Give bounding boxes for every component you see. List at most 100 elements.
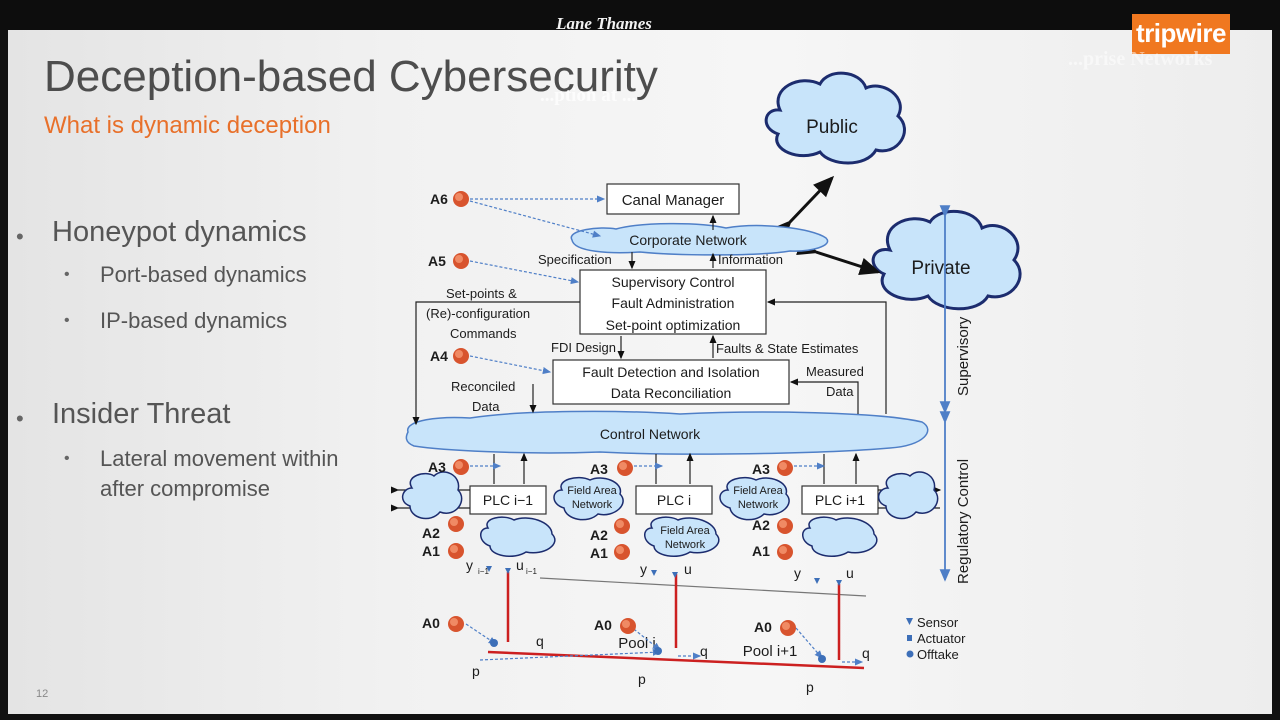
svg-text:Data Reconciliation: Data Reconciliation (611, 385, 732, 401)
sub-bullet-dot: • (64, 266, 70, 283)
svg-text:Commands: Commands (450, 326, 517, 341)
svg-text:A2: A2 (752, 517, 770, 533)
supervisory-control-box: Supervisory Control Fault Administration… (579, 269, 767, 335)
legend-offtake: Offtake (917, 647, 959, 662)
svg-text:Field Area: Field Area (733, 485, 783, 497)
svg-text:Network: Network (738, 499, 779, 511)
attacker-icon (448, 616, 464, 632)
svg-text:A6: A6 (430, 191, 448, 207)
svg-text:A0: A0 (594, 617, 612, 633)
plc-box: PLC i (635, 485, 713, 515)
svg-text:y: y (466, 557, 473, 573)
fdi-box: Fault Detection and Isolation Data Recon… (552, 359, 790, 405)
overlay-ghost-right: ...prise Networks (1068, 48, 1213, 70)
svg-text:y: y (640, 561, 647, 577)
svg-text:u: u (516, 557, 524, 573)
speaker-name: Lane Thames (556, 14, 652, 33)
svg-text:A2: A2 (422, 525, 440, 541)
svg-text:A0: A0 (422, 615, 440, 631)
tripwire-logo: tripwire (1132, 14, 1230, 54)
cloud-public: Public (764, 71, 906, 165)
svg-text:FDI Design: FDI Design (551, 340, 616, 355)
attacker-icon (777, 460, 793, 476)
diagram-labels: Specification Information Set-points & (… (426, 252, 864, 660)
svg-text:(Re)-configuration: (Re)-configuration (426, 306, 530, 321)
svg-text:Fault Detection and Isolation: Fault Detection and Isolation (582, 364, 759, 380)
svg-text:A3: A3 (590, 461, 608, 477)
regulatory-side-label: Regulatory Control (955, 459, 972, 584)
video-top-bar (0, 0, 1280, 30)
canal-manager-box: Canal Manager (606, 183, 740, 215)
svg-text:u: u (684, 561, 692, 577)
svg-text:Faults & State Estimates: Faults & State Estimates (716, 341, 859, 356)
corporate-network-label: Corporate Network (629, 232, 747, 248)
bullet-dot: • (16, 224, 24, 249)
attacker-icon (453, 253, 469, 269)
attacker-labels: A6 A5 A4 A3 A3 A3 A2 A1 A2 A1 A2 A1 A0 A… (422, 191, 772, 635)
attacker-icon (453, 348, 469, 364)
svg-text:Measured: Measured (806, 364, 864, 379)
slide: Deception-based Cybersecurity What is dy… (8, 30, 1272, 714)
supervisory-side-label: Supervisory (955, 316, 972, 396)
svg-text:Pool i+1: Pool i+1 (743, 643, 798, 660)
corporate-network: Corporate Network (570, 222, 829, 256)
bullet-insider: Insider Threat (52, 398, 231, 430)
field-area-labels: Field Area Network Field Area Network Fi… (567, 485, 783, 551)
svg-text:PLC i−1: PLC i−1 (483, 492, 533, 508)
svg-text:Reconciled: Reconciled (451, 379, 515, 394)
svg-text:Information: Information (718, 252, 783, 267)
svg-text:i−1: i−1 (526, 567, 537, 576)
svg-text:p: p (472, 663, 480, 679)
sub-bullet-dot: • (64, 450, 70, 467)
svg-text:A0: A0 (754, 619, 772, 635)
attacker-icon (777, 544, 793, 560)
svg-text:A4: A4 (430, 348, 448, 364)
arrow-public (771, 175, 835, 242)
page-number: 12 (36, 688, 49, 700)
attacker-icon (448, 543, 464, 559)
svg-text:PLC i: PLC i (657, 492, 691, 508)
svg-text:PLC i+1: PLC i+1 (815, 492, 865, 508)
actuator-icon (907, 635, 912, 641)
cloud-public-label: Public (806, 117, 858, 138)
svg-text:p: p (638, 671, 646, 687)
svg-text:q: q (536, 633, 544, 649)
svg-text:A3: A3 (752, 461, 770, 477)
arrow-private (796, 237, 881, 276)
cloud-private: Private (871, 209, 1022, 311)
sensor-icon (906, 618, 913, 625)
attacker-icon (453, 459, 469, 475)
signal-labels: y i−1 u i−1 y u y u q q q p p p (466, 557, 870, 695)
svg-text:A1: A1 (752, 543, 770, 559)
svg-text:q: q (700, 643, 708, 659)
sub-bullet-lateral-cont: after compromise (100, 476, 270, 501)
attacker-icon (614, 544, 630, 560)
overlay-ghost-center: ...ption at ... (540, 85, 637, 106)
legend-sensor: Sensor (917, 615, 959, 630)
bullet-dot: • (16, 406, 24, 431)
svg-text:Set-points &: Set-points & (446, 286, 517, 301)
attack-arrows (465, 195, 864, 666)
svg-text:Canal Manager: Canal Manager (622, 192, 725, 209)
svg-text:Set-point optimization: Set-point optimization (606, 317, 741, 333)
svg-text:y: y (794, 565, 801, 581)
attacker-icon (448, 516, 464, 532)
slide-subtitle: What is dynamic deception (44, 112, 331, 139)
sub-bullet-port: Port-based dynamics (100, 262, 307, 287)
attacker-icon (453, 191, 469, 207)
svg-text:Supervisory Control: Supervisory Control (612, 274, 735, 290)
legend: Sensor Actuator Offtake (906, 615, 966, 662)
legend-actuator: Actuator (917, 631, 966, 646)
plc-box: PLC i+1 (801, 485, 879, 515)
svg-text:q: q (862, 645, 870, 661)
svg-text:Data: Data (472, 399, 500, 414)
attacker-icon (777, 518, 793, 534)
field-area-clouds (401, 471, 939, 558)
svg-text:A2: A2 (590, 527, 608, 543)
svg-text:i−1: i−1 (478, 567, 489, 576)
svg-text:A1: A1 (590, 545, 608, 561)
control-network: Control Network (405, 410, 929, 455)
svg-text:Network: Network (572, 499, 613, 511)
